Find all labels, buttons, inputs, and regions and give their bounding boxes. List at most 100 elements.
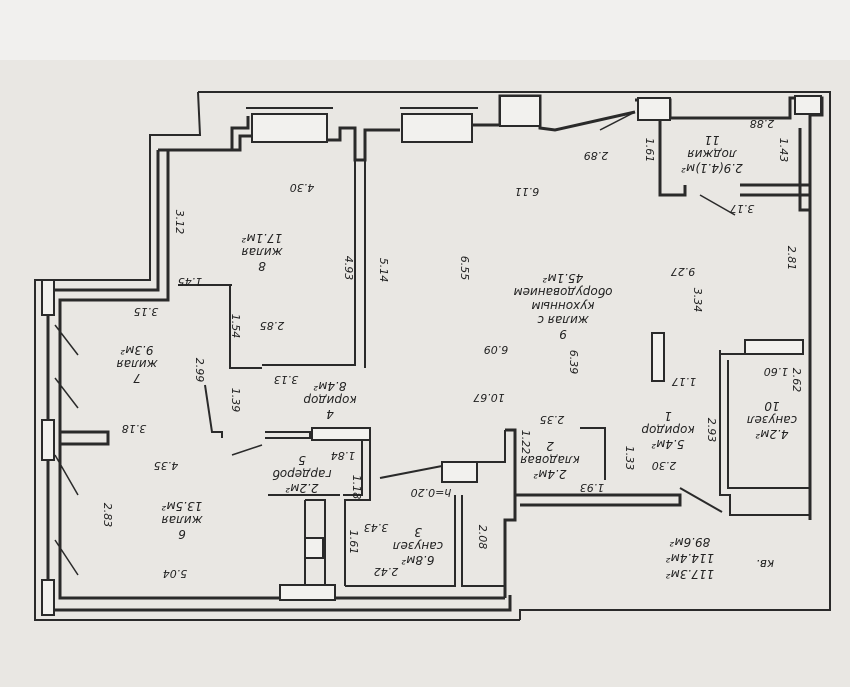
room-9-name3: оборудованием: [514, 285, 613, 299]
threshold-bottom: [279, 584, 336, 601]
window-room-7-top: [41, 279, 55, 316]
dimension-label: 1.33: [623, 446, 636, 471]
dimension-label: 5.04: [163, 567, 188, 580]
room-labels: 8 жилая 17.1м² 9 жилая с кухонным оборуд…: [117, 133, 798, 581]
outer-boundary: [34, 91, 831, 621]
room-9-area: 45.1м²: [543, 271, 584, 285]
room-8-label: 8 жилая 17.1м²: [242, 231, 284, 273]
column-corner: [794, 95, 822, 115]
room-9-name: жилая с: [537, 313, 590, 327]
dimension-label: 1.61: [347, 530, 360, 555]
total-with-loggia: 117.3м²: [666, 567, 714, 581]
room-3-number: 3: [414, 525, 422, 539]
room-5-area: 2.2м²: [285, 481, 318, 495]
dimension-label: 2.35: [540, 413, 565, 426]
room-8-area: 17.1м²: [242, 231, 283, 245]
dimension-label: 3.13: [274, 373, 299, 386]
door-swings: [54, 111, 736, 576]
room-1-name: коридор: [641, 423, 695, 437]
room-3-label: 6.8м² санузел 3: [393, 525, 444, 567]
room-10-label: 4.2м² санузел 10: [747, 399, 798, 441]
height-note-text: h=0.20: [411, 486, 452, 499]
dimension-label: 4.93: [342, 256, 355, 281]
dimension-label: 1.61: [643, 138, 656, 163]
room-2-name: кладовая: [520, 453, 580, 467]
dimension-label: 3.15: [134, 305, 159, 318]
dimension-label: 4.35: [154, 459, 179, 472]
room-11-label: 2.9(4.1)м² лоджия 11: [681, 133, 743, 175]
dimension-label: 2.88: [750, 117, 775, 130]
dimension-label: 1.84: [331, 449, 356, 462]
room-7-area: 9.3м²: [120, 343, 153, 357]
room-5-number: 5: [298, 453, 306, 467]
dimension-label: 2.83: [101, 503, 114, 528]
dimension-label: 1.43: [777, 138, 790, 163]
room-4-label: 4 коридор 8.4м²: [303, 379, 357, 421]
room-7-number: 7: [133, 371, 141, 385]
dimension-label: 1.54: [229, 314, 242, 339]
room-7-label: 7 жилая 9.3м²: [117, 343, 159, 385]
window-room-9: [401, 113, 473, 143]
dimension-label: 3.17: [730, 202, 755, 215]
living-area: 89.6м²: [670, 535, 711, 549]
room-5-name: гардероб: [272, 467, 332, 481]
column-center: [651, 332, 665, 382]
room-1-number: 1: [664, 409, 672, 423]
dimension-label: 6.09: [484, 343, 509, 356]
partition-bath-10: [744, 339, 804, 355]
dimension-label: 2.30: [652, 459, 677, 472]
room-8-number: 8: [258, 259, 266, 273]
dimension-label: 2.99: [193, 358, 206, 383]
room-6-area: 13.5м²: [162, 499, 203, 513]
paper-top-light: [0, 0, 850, 60]
shaft-bath-3: [441, 461, 478, 483]
room-2-number: 2: [546, 439, 554, 453]
dimension-label: 6.55: [458, 256, 471, 281]
window-room-8: [251, 113, 328, 143]
room-9-number: 9: [559, 327, 567, 341]
dimension-label: 6.11: [515, 185, 540, 198]
dimension-label: 3.18: [122, 422, 147, 435]
room-3-area: 6.8м²: [401, 553, 434, 567]
dimension-label: 2.62: [790, 368, 803, 393]
room-1-area: 5.4м²: [651, 437, 684, 451]
dimension-label: 5.14: [377, 258, 390, 283]
column-loggia: [637, 97, 671, 121]
shaft: [304, 537, 324, 559]
room-5-label: 2.2м² гардероб 5: [272, 453, 332, 495]
partition-wardrobe: [311, 427, 371, 441]
column-top: [499, 95, 541, 127]
dimension-label: 1.22: [519, 430, 532, 455]
dimension-label: 1.93: [580, 481, 605, 494]
interior-walls: [60, 160, 810, 601]
dimension-label: 3.34: [691, 288, 704, 313]
room-8-name: жилая: [242, 245, 284, 259]
height-note: h=0.20: [411, 486, 452, 499]
svg-text:8: 8: [258, 259, 266, 273]
dimension-label: 2.42: [374, 565, 399, 578]
dimension-label: 2.81: [785, 246, 798, 271]
dimension-label: 2.08: [476, 525, 489, 550]
window-room-6-bottom: [41, 579, 55, 616]
total-area: 114.4м²: [666, 551, 714, 565]
dimension-label: 3.12: [173, 210, 186, 235]
dimension-label: 1.45: [178, 275, 203, 288]
dimension-label: 1.60: [764, 365, 789, 378]
apartment-label: кв.: [756, 557, 774, 571]
dimension-label: 3.43: [364, 521, 389, 534]
room-2-label: 2.4м² кладовая 2: [520, 439, 580, 481]
dimension-label: 1.39: [229, 388, 242, 413]
dimension-label: 2.85: [260, 319, 285, 332]
dimension-label: 2.89: [584, 149, 609, 162]
dimension-label: 1.17: [672, 375, 697, 388]
apartment-number: кв.: [756, 557, 774, 571]
room-4-number: 4: [326, 407, 334, 421]
room-1-label: 5.4м² коридор 1: [641, 409, 695, 451]
room-9-name2: кухонным: [531, 299, 594, 313]
window-room-6-top: [41, 419, 55, 461]
room-10-name: санузел: [747, 413, 798, 427]
room-6-name: жилая: [162, 513, 204, 527]
